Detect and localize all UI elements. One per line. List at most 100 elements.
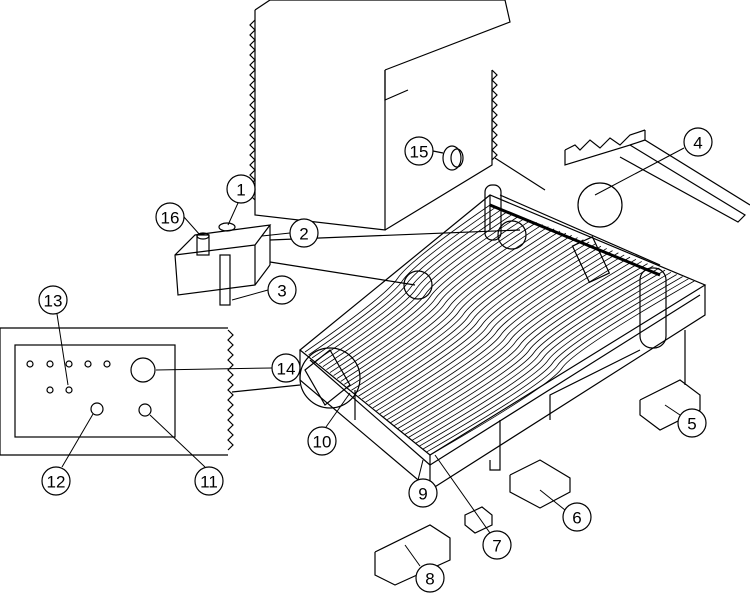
slat: [404, 265, 654, 435]
callout-circle: [562, 502, 592, 532]
callout-circle: [194, 466, 224, 496]
arrow-line: [494, 157, 546, 191]
callout-number: 12: [47, 473, 66, 492]
callout-circle: [155, 202, 185, 232]
slat: [415, 271, 672, 444]
callout-8: 8: [415, 563, 445, 593]
slat: [340, 226, 549, 382]
slat: [422, 276, 683, 450]
cover-part-4: [564, 129, 750, 223]
slat: [376, 248, 607, 412]
slat: [365, 241, 590, 403]
detail-circle: [497, 220, 527, 250]
slat: [329, 219, 532, 373]
slat: [326, 217, 526, 370]
slat: [319, 213, 514, 365]
callout-circle: [677, 408, 707, 438]
part-assembly-2-3-16: [174, 222, 272, 306]
slat: [411, 269, 666, 441]
callout-circle: [38, 285, 68, 315]
slat: [358, 237, 578, 397]
callout-number: 3: [277, 282, 286, 301]
callout-circle: [271, 353, 301, 383]
callout-11: 11: [194, 466, 224, 496]
callout-12: 12: [41, 466, 71, 496]
callout-number: 2: [299, 225, 308, 244]
callout-circle: [415, 563, 445, 593]
slat: [336, 224, 543, 379]
callout-16: 16: [155, 202, 185, 232]
slat: [361, 239, 584, 400]
control-box: [304, 349, 351, 406]
slat: [383, 252, 619, 418]
slat: [379, 250, 613, 415]
callout-number: 16: [161, 209, 180, 228]
slat: [304, 204, 491, 353]
connector-part-15: [432, 145, 464, 171]
slat: [397, 261, 642, 429]
detail-circle: [577, 182, 623, 228]
callout-number: 7: [492, 537, 501, 556]
callout-circle: [41, 466, 71, 496]
callout-number: 9: [418, 485, 427, 504]
callout-13: 13: [38, 285, 68, 315]
callout-9: 9: [408, 478, 438, 508]
callout-circle: [307, 426, 337, 456]
callout-leaders: [56, 147, 685, 567]
enclosure-box: [249, 0, 511, 231]
callout-6: 6: [562, 502, 592, 532]
slat: [401, 263, 648, 432]
callout-number: 4: [693, 134, 702, 153]
callout-number: 13: [44, 292, 63, 311]
callout-number: 8: [425, 570, 434, 589]
callout-5: 5: [677, 408, 707, 438]
slat: [308, 206, 497, 356]
callout-number: 6: [572, 509, 581, 528]
slat: [344, 228, 555, 385]
callout-circle: [289, 218, 319, 248]
callout-10: 10: [307, 426, 337, 456]
slat: [419, 274, 677, 447]
callout-circle: [408, 478, 438, 508]
callout-number: 1: [236, 181, 245, 200]
slat: [315, 211, 508, 362]
detail-circle: [299, 347, 361, 409]
callout-circle: [267, 275, 297, 305]
callout-14: 14: [271, 353, 301, 383]
detail-circle: [403, 270, 433, 300]
callout-circle: [683, 127, 713, 157]
callout-circle: [226, 174, 256, 204]
bracket-part-6: [509, 459, 571, 509]
callout-number: 11: [200, 473, 218, 492]
slat: [322, 215, 520, 368]
callout-15: 15: [404, 136, 434, 166]
callout-2: 2: [289, 218, 319, 248]
leader-line: [269, 261, 416, 286]
callout-4: 4: [683, 127, 713, 157]
slat: [333, 222, 537, 376]
slat: [426, 278, 689, 453]
callout-7: 7: [482, 530, 512, 560]
leader-line: [231, 384, 301, 393]
callout-1: 1: [226, 174, 256, 204]
slat: [394, 258, 637, 426]
slat: [351, 232, 567, 391]
slat: [369, 243, 596, 406]
callout-circle: [482, 530, 512, 560]
slat: [429, 280, 695, 456]
slat: [372, 245, 602, 409]
slat: [390, 256, 631, 423]
callout-number: 10: [313, 433, 332, 452]
callout-3: 3: [267, 275, 297, 305]
callout-number: 14: [277, 360, 296, 379]
slat: [386, 254, 625, 421]
callout-circle: [404, 136, 434, 166]
callout-number: 5: [687, 415, 696, 434]
control-panel-detail: [0, 327, 234, 456]
block-part-7: [464, 506, 493, 534]
angle-part-8: [374, 524, 451, 586]
slat: [347, 230, 561, 388]
